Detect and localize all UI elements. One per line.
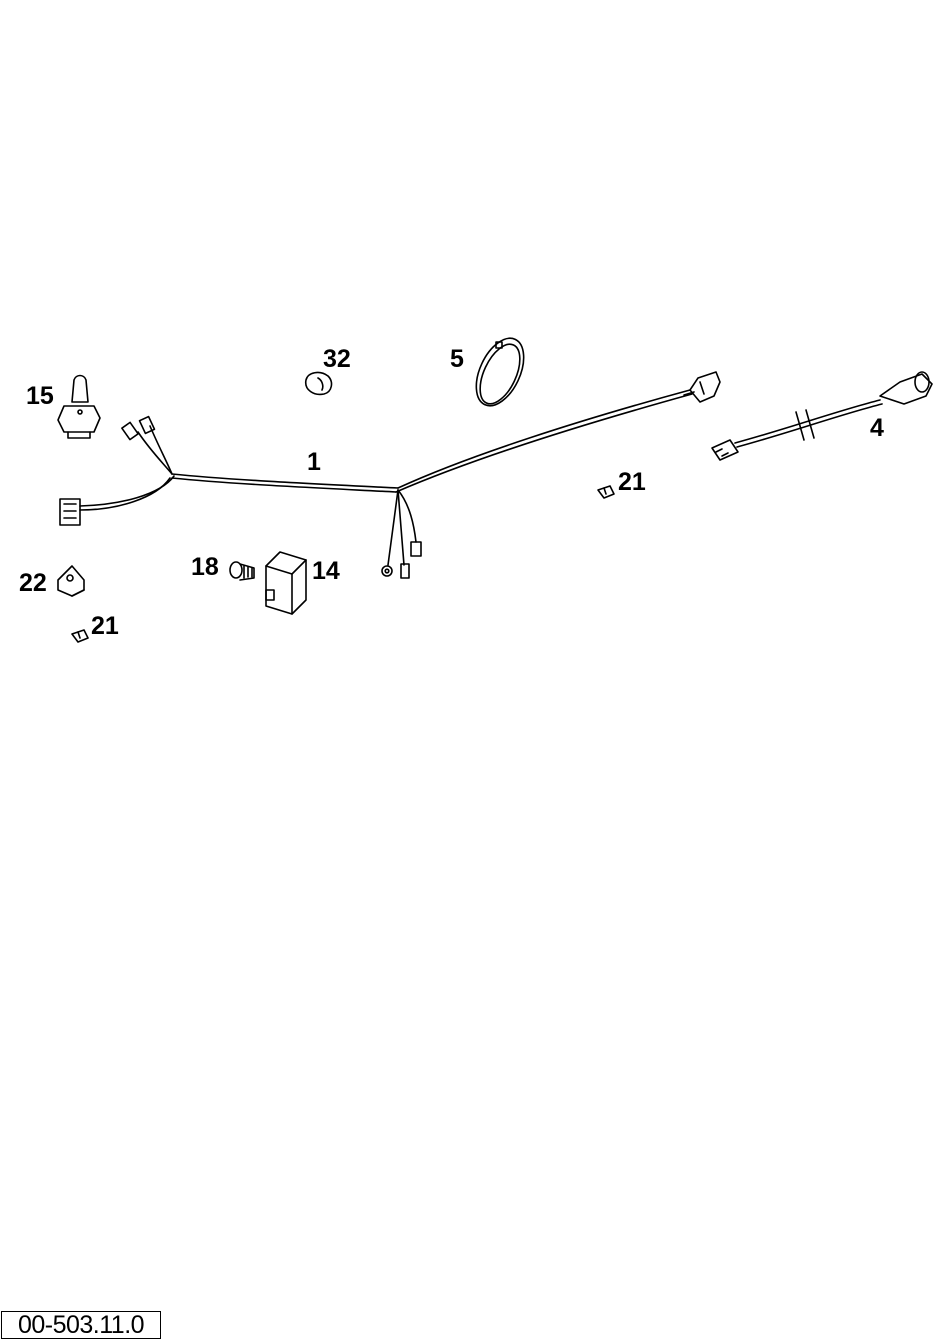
clamp-drawing [475,337,525,407]
callout-21-left: 21 [91,612,119,640]
wiring-harness-drawing [59,371,721,579]
callout-18: 18 [191,553,219,581]
clip-nut-right-drawing [597,485,615,499]
callout-4: 4 [870,414,884,442]
callout-22: 22 [19,569,47,597]
callout-14: 14 [312,557,340,585]
callout-15: 15 [26,382,54,410]
callout-32: 32 [323,345,351,373]
grommet-drawing [304,371,333,396]
callout-1: 1 [307,448,321,476]
switch-drawing [57,374,101,439]
callout-5: 5 [450,345,464,373]
relay-drawing [265,551,307,615]
reference-code: 00-503.11.0 [1,1311,161,1339]
callout-21-right: 21 [618,468,646,496]
clip-nut-left-drawing [71,629,89,643]
bracket-drawing [57,565,85,597]
cable-drawing [711,371,933,461]
screw-drawing [229,561,255,581]
